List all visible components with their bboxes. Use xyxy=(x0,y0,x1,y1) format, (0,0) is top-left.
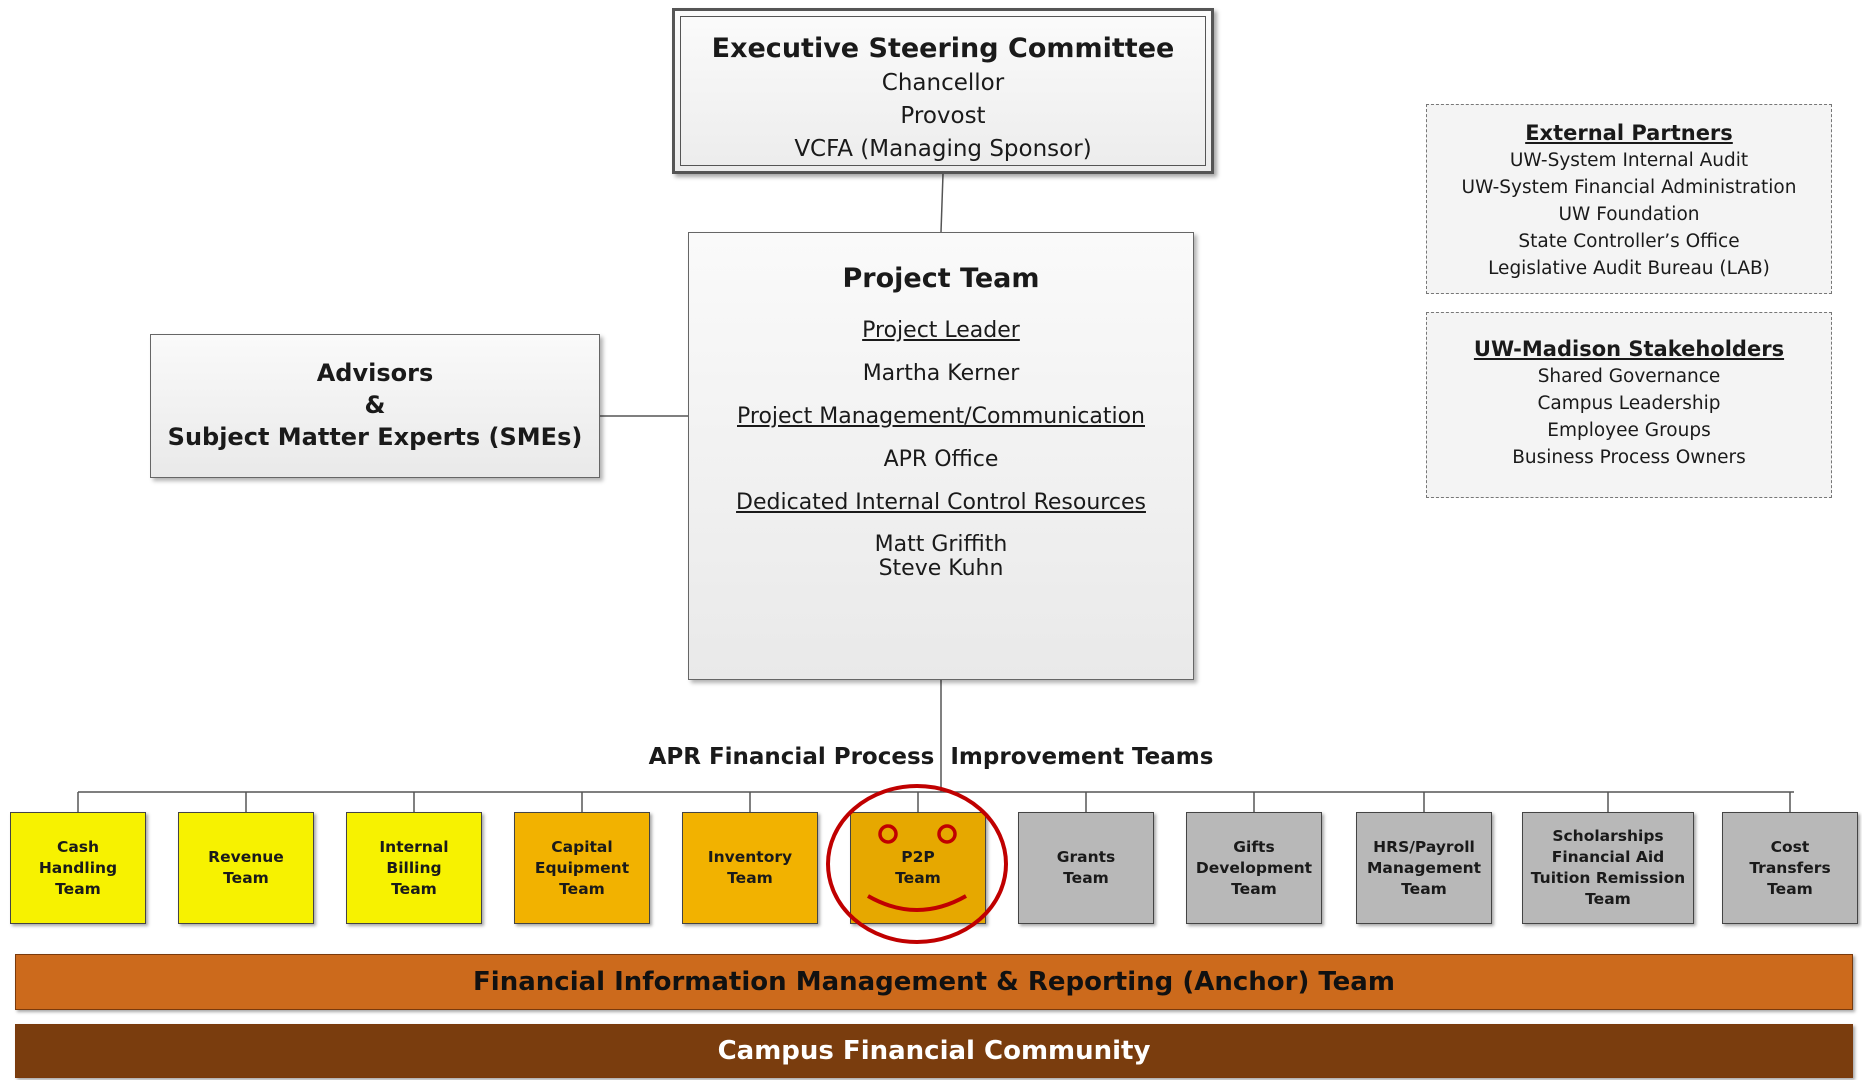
internal-control-heading: Dedicated Internal Control Resources xyxy=(736,490,1146,515)
team-label: Inventory Team xyxy=(707,848,793,887)
team-label: Grants Team xyxy=(1056,848,1116,887)
stakeholder-item: Employee Groups xyxy=(1547,420,1711,441)
team-label: Gifts Development Team xyxy=(1195,837,1313,898)
stakeholders-box: UW-Madison Stakeholders Shared Governanc… xyxy=(1426,312,1832,498)
improvement-teams-label: APR Financial Process Improvement Teams xyxy=(648,744,1214,770)
stakeholder-item: Campus Leadership xyxy=(1537,393,1721,414)
project-team-box: Project Team Project Leader Martha Kerne… xyxy=(688,232,1194,680)
team-label: Revenue Team xyxy=(208,848,284,887)
executive-steering-box: Executive Steering Committee Chancellor … xyxy=(672,8,1214,174)
anchor-team-bar: Financial Information Management & Repor… xyxy=(15,954,1853,1010)
project-team-title: Project Team xyxy=(842,263,1040,294)
executive-member: Provost xyxy=(900,103,986,129)
team-box: HRS/Payroll Management Team xyxy=(1356,812,1492,924)
stakeholder-item: Business Process Owners xyxy=(1512,447,1746,468)
internal-control-names: Matt Griffith Steve Kuhn xyxy=(874,532,1008,581)
team-label: P2P Team xyxy=(895,848,941,887)
project-management-heading: Project Management/Communication xyxy=(737,404,1145,429)
external-partners-box: External Partners UW-System Internal Aud… xyxy=(1426,104,1832,294)
team-box: Capital Equipment Team xyxy=(514,812,650,924)
team-label: Cost Transfers Team xyxy=(1749,837,1831,898)
team-label: Capital Equipment Team xyxy=(534,837,630,898)
team-box: Cost Transfers Team xyxy=(1722,812,1858,924)
external-partner-item: UW Foundation xyxy=(1558,204,1700,225)
external-partner-item: UW-System Internal Audit xyxy=(1509,150,1749,171)
team-box: Cash Handling Team xyxy=(10,812,146,924)
executive-member: Chancellor xyxy=(881,70,1005,96)
external-partner-item: State Controller’s Office xyxy=(1518,231,1740,252)
project-leader-name: Martha Kerner xyxy=(862,361,1020,386)
team-label: HRS/Payroll Management Team xyxy=(1366,837,1482,898)
executive-title: Executive Steering Committee xyxy=(711,33,1175,64)
team-box: Grants Team xyxy=(1018,812,1154,924)
project-leader-heading: Project Leader xyxy=(862,318,1020,343)
team-drop-lines xyxy=(77,792,1791,812)
advisors-line: Advisors xyxy=(316,359,434,387)
team-box: Revenue Team xyxy=(178,812,314,924)
external-partner-item: Legislative Audit Bureau (LAB) xyxy=(1488,258,1770,279)
advisors-line: & xyxy=(364,391,386,419)
stakeholders-title: UW-Madison Stakeholders xyxy=(1473,337,1785,361)
project-management-name: APR Office xyxy=(883,447,999,472)
team-box: Gifts Development Team xyxy=(1186,812,1322,924)
executive-member: VCFA (Managing Sponsor) xyxy=(794,136,1092,162)
team-box: Scholarships Financial Aid Tuition Remis… xyxy=(1522,812,1694,924)
external-partner-item: UW-System Financial Administration xyxy=(1461,177,1797,198)
advisors-line: Subject Matter Experts (SMEs) xyxy=(167,423,583,451)
external-partners-title: External Partners xyxy=(1525,121,1733,145)
team-label: Scholarships Financial Aid Tuition Remis… xyxy=(1530,827,1686,908)
campus-community-bar: Campus Financial Community xyxy=(15,1024,1853,1078)
team-box: Inventory Team xyxy=(682,812,818,924)
exec-to-project-line xyxy=(940,173,944,233)
team-label: Internal Billing Team xyxy=(379,837,449,898)
team-label: Cash Handling Team xyxy=(38,837,118,898)
stakeholder-item: Shared Governance xyxy=(1537,366,1721,387)
team-box: Internal Billing Team xyxy=(346,812,482,924)
team-box: P2P Team xyxy=(850,812,986,924)
advisors-box: Advisors & Subject Matter Experts (SMEs) xyxy=(150,334,600,478)
